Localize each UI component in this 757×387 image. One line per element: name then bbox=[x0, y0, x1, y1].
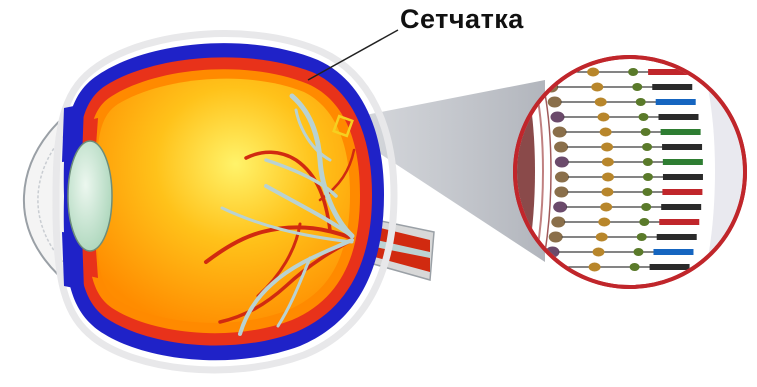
cone-segment bbox=[656, 99, 696, 105]
photoreceptor-nucleus bbox=[643, 158, 653, 166]
photoreceptor-nucleus bbox=[639, 113, 649, 121]
ganglion-cell bbox=[554, 142, 568, 153]
lens bbox=[68, 141, 112, 251]
bipolar-cell bbox=[587, 68, 599, 77]
ganglion-cell bbox=[551, 217, 565, 228]
rod-segment bbox=[661, 204, 701, 210]
ganglion-cell bbox=[549, 232, 563, 243]
photoreceptor-nucleus bbox=[633, 248, 643, 256]
rod-segment bbox=[650, 264, 690, 270]
bipolar-cell bbox=[602, 173, 614, 182]
rod-segment bbox=[652, 84, 692, 90]
bipolar-cell bbox=[601, 143, 613, 152]
cone-segment bbox=[663, 159, 703, 165]
photoreceptor-nucleus bbox=[637, 233, 647, 241]
bipolar-cell bbox=[600, 203, 612, 212]
ganglion-cell bbox=[554, 187, 568, 198]
bipolar-cell bbox=[592, 248, 604, 257]
bipolar-cell bbox=[598, 218, 610, 227]
cone-segment bbox=[653, 249, 693, 255]
ganglion-cell bbox=[553, 202, 567, 213]
rod-segment bbox=[659, 114, 699, 120]
ganglion-cell bbox=[553, 127, 567, 138]
cone-segment bbox=[662, 189, 702, 195]
photoreceptor-nucleus bbox=[632, 83, 642, 91]
bipolar-cell bbox=[598, 113, 610, 122]
bipolar-cell bbox=[601, 188, 613, 197]
ganglion-cell bbox=[542, 262, 556, 273]
cone-segment bbox=[661, 129, 701, 135]
bipolar-cell bbox=[602, 158, 614, 167]
ganglion-cell bbox=[540, 67, 554, 78]
bipolar-cell bbox=[596, 233, 608, 242]
bipolar-cell bbox=[589, 263, 601, 272]
bipolar-cell bbox=[595, 98, 607, 107]
photoreceptor-nucleus bbox=[642, 188, 652, 196]
rod-segment bbox=[657, 234, 697, 240]
photoreceptor-nucleus bbox=[636, 98, 646, 106]
cone-segment bbox=[659, 219, 699, 225]
ganglion-cell bbox=[555, 157, 569, 168]
ganglion-cell bbox=[551, 112, 565, 123]
ganglion-cell bbox=[548, 97, 562, 108]
photoreceptor-nucleus bbox=[642, 143, 652, 151]
photoreceptor-nucleus bbox=[639, 218, 649, 226]
photoreceptor-nucleus bbox=[641, 203, 651, 211]
photoreceptor-nucleus bbox=[643, 173, 653, 181]
bipolar-cell bbox=[591, 83, 603, 92]
photoreceptor-nucleus bbox=[628, 68, 638, 76]
vitreous-body bbox=[96, 79, 350, 323]
retina-label: Сетчатка bbox=[400, 4, 524, 35]
bipolar-cell bbox=[600, 128, 612, 137]
rod-segment bbox=[662, 144, 702, 150]
rod-segment bbox=[663, 174, 703, 180]
photoreceptor-nucleus bbox=[630, 263, 640, 271]
ganglion-cell bbox=[555, 172, 569, 183]
photoreceptor-nucleus bbox=[641, 128, 651, 136]
